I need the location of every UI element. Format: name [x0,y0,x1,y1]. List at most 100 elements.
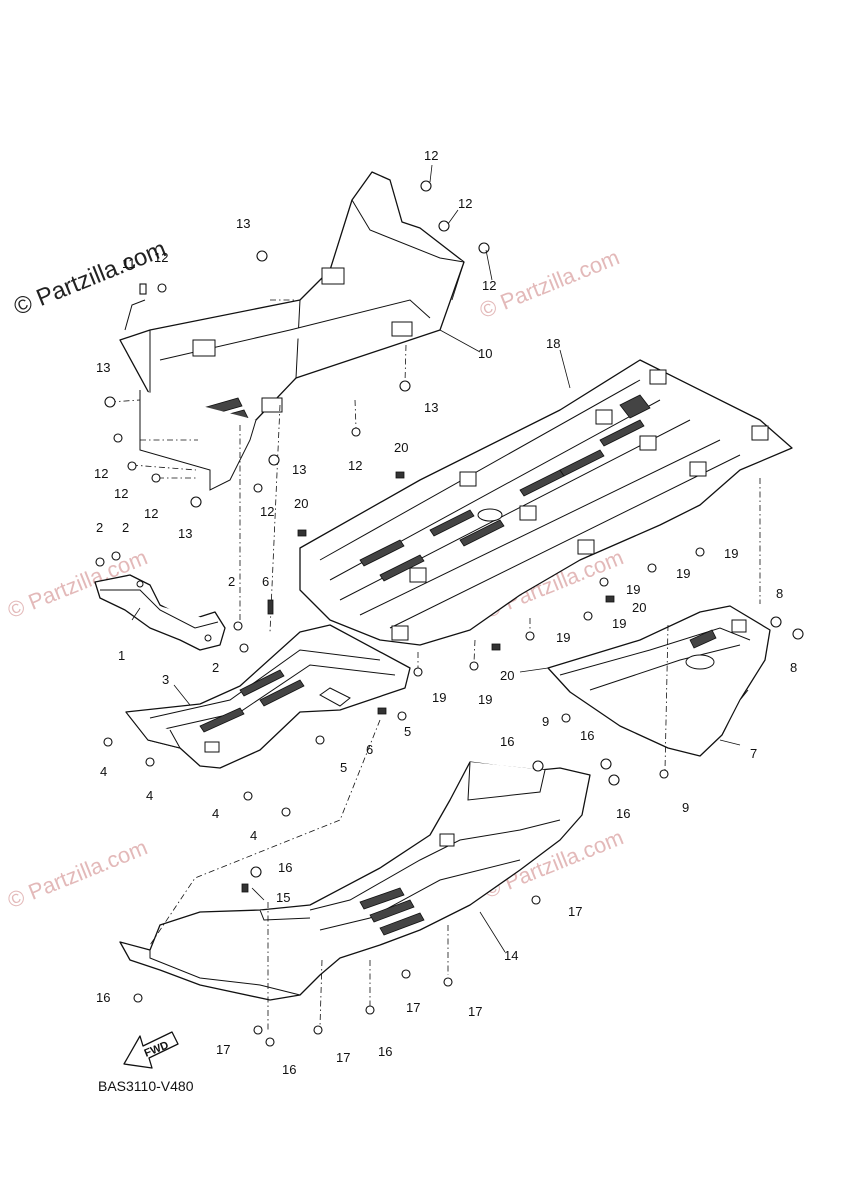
bolt-icon [243,791,253,801]
callout-20: 20 [632,600,646,615]
part-18-skid-plate [299,359,793,646]
nut-icon [600,758,612,770]
part-7-right-guard [547,605,771,757]
bolt-icon [233,621,243,631]
callout-1: 1 [118,648,125,663]
callout-9: 9 [542,714,549,729]
part-3-front-guard [125,624,411,769]
fwd-arrow-icon: FWD [123,1031,179,1069]
callout-3: 3 [162,672,169,687]
callout-20: 20 [294,496,308,511]
bolt-icon [695,547,705,557]
bolt-icon [151,473,161,483]
bolt-icon [157,283,167,293]
nut-icon [268,454,280,466]
callout-6: 6 [366,742,373,757]
callout-13: 13 [292,462,306,477]
bolt-icon [313,1025,323,1035]
callout-labels: 1 2 2 2 2 3 4 4 4 4 5 5 6 6 7 8 8 9 9 10… [94,148,797,1077]
bolt-icon [113,433,123,443]
bolt-icon [561,713,571,723]
callout-6: 6 [262,574,269,589]
callout-19: 19 [724,546,738,561]
bolt-icon [253,483,263,493]
callout-16: 16 [96,990,110,1005]
bolt-icon [413,667,423,677]
callout-4: 4 [212,806,219,821]
part-14-lower-guard [119,761,591,1001]
bolt-icon [95,557,105,567]
nut-icon [399,380,411,392]
callout-17: 17 [568,904,582,919]
bolt-icon [438,220,450,232]
bolt-icon [239,643,249,653]
callout-12: 12 [144,506,158,521]
bolt-icon [351,427,361,437]
callout-17: 17 [468,1004,482,1019]
callout-8: 8 [776,586,783,601]
callout-20: 20 [500,668,514,683]
bolt-icon [127,461,137,471]
bolt-icon [365,1005,375,1015]
bolt-icon [315,735,325,745]
callout-12: 12 [482,278,496,293]
callout-8: 8 [790,660,797,675]
callout-5: 5 [340,760,347,775]
callout-13: 13 [96,360,110,375]
fasteners [95,180,804,1047]
callout-13: 13 [424,400,438,415]
callout-4: 4 [250,828,257,843]
callout-19: 19 [676,566,690,581]
nut-icon [256,250,268,262]
clip-icon [267,599,274,615]
callout-12: 12 [114,486,128,501]
bolt-icon [525,631,535,641]
callout-4: 4 [100,764,107,779]
bolt-icon [583,611,593,621]
nut-icon [770,616,782,628]
callout-17: 17 [336,1050,350,1065]
callout-16: 16 [500,734,514,749]
nut-icon [608,774,620,786]
callout-5: 5 [404,724,411,739]
callout-16: 16 [378,1044,392,1059]
callout-2: 2 [122,520,129,535]
callout-12: 12 [348,458,362,473]
bolt-icon [531,895,541,905]
nut-icon [792,628,804,640]
bolt-icon [647,563,657,573]
callout-19: 19 [432,690,446,705]
callout-20: 20 [394,440,408,455]
bolt-icon [478,242,490,254]
bolt-icon [397,711,407,721]
part-1-bracket [94,574,226,651]
bolt-icon [145,757,155,767]
callout-10: 10 [478,346,492,361]
callout-12: 12 [424,148,438,163]
bolt-icon [103,737,113,747]
clip-icon [395,471,405,479]
callout-19: 19 [556,630,570,645]
clip-icon [297,529,307,537]
callout-16: 16 [616,806,630,821]
clip-icon [139,283,147,295]
callout-13: 13 [236,216,250,231]
bolt-icon [401,969,411,979]
callout-13: 13 [178,526,192,541]
clip-icon [491,643,501,651]
bolt-icon [659,769,669,779]
callout-2: 2 [96,520,103,535]
callout-12: 12 [458,196,472,211]
callout-17: 17 [216,1042,230,1057]
bolt-icon [265,1037,275,1047]
bolt-icon [111,551,121,561]
callout-12: 12 [260,504,274,519]
callout-2: 2 [228,574,235,589]
clip-icon [605,595,615,603]
callout-11: 11 [122,256,136,271]
callout-16: 16 [580,728,594,743]
callout-4: 4 [146,788,153,803]
callout-12: 12 [154,250,168,265]
callout-19: 19 [626,582,640,597]
bolt-icon [599,577,609,587]
